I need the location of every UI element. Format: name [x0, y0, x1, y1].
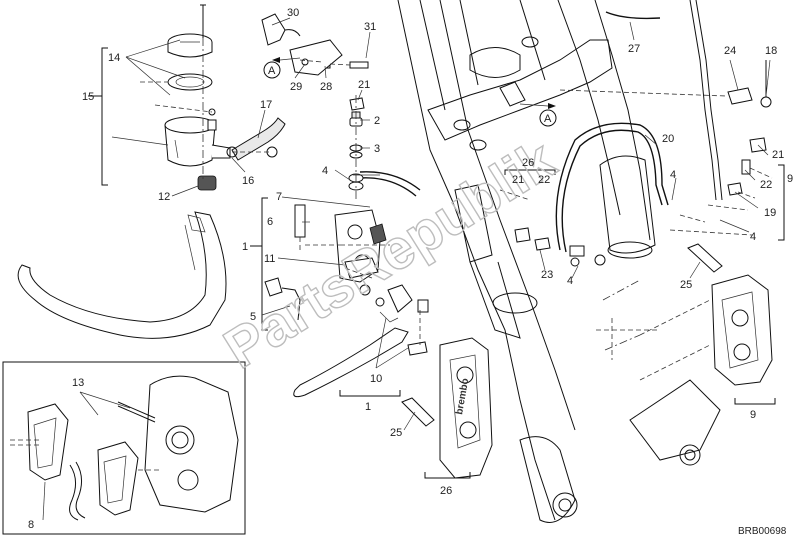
- arrow-left-icon: [272, 57, 301, 63]
- label-1b: 1: [365, 401, 371, 413]
- label-4b: 4: [670, 169, 676, 181]
- arrow-right-icon: [519, 103, 556, 109]
- right-brake-caliper: [687, 243, 773, 386]
- label-25b: 25: [680, 279, 692, 291]
- label-4c: 4: [750, 231, 756, 243]
- label-21a: 21: [358, 79, 370, 91]
- label-16: 16: [242, 175, 254, 187]
- label-12: 12: [158, 191, 170, 203]
- label-4a: 4: [322, 165, 328, 177]
- label-22a: 22: [538, 174, 550, 186]
- label-29: 29: [290, 81, 302, 93]
- label-28: 28: [320, 81, 332, 93]
- front-fork: [397, 0, 721, 523]
- label-9b: 9: [750, 409, 756, 421]
- brake-fluid-reservoir: [17, 4, 278, 339]
- drawing-code: BRB00698: [738, 526, 787, 537]
- label-13: 13: [72, 377, 84, 389]
- label-25a: 25: [390, 427, 402, 439]
- left-brake-caliper: brembo: [401, 337, 493, 479]
- label-18: 18: [765, 45, 777, 57]
- label-10: 10: [370, 373, 382, 385]
- banjo-fittings: [261, 13, 772, 267]
- label-8: 8: [28, 519, 34, 531]
- label-6: 6: [267, 216, 273, 228]
- section-marker-a-right: A: [539, 109, 557, 127]
- label-15: 15: [82, 91, 94, 103]
- label-2: 2: [374, 115, 380, 127]
- label-26b: 26: [440, 485, 452, 497]
- label-5: 5: [250, 311, 256, 323]
- label-21c: 21: [772, 149, 784, 161]
- leader-lines: [88, 38, 785, 479]
- label-27: 27: [628, 43, 640, 55]
- label-19: 19: [764, 207, 776, 219]
- callout-leaders: [42, 17, 771, 521]
- brake-pads-inset: [2, 361, 246, 535]
- svg-text:A: A: [268, 65, 276, 77]
- label-1a: 1: [242, 241, 248, 253]
- brake-hoses: [231, 0, 723, 253]
- svg-text:A: A: [544, 113, 552, 125]
- label-24: 24: [724, 45, 736, 57]
- label-17: 17: [260, 99, 272, 111]
- label-9a: 9: [787, 173, 793, 185]
- part-labels: 14 15 12 30 29 28 31 21 2 3 4 17 16 7 6 …: [28, 7, 793, 537]
- label-22b: 22: [760, 179, 772, 191]
- label-3: 3: [374, 143, 380, 155]
- label-26a: 26: [522, 157, 534, 169]
- label-11: 11: [264, 253, 275, 265]
- label-31: 31: [364, 21, 376, 33]
- label-20: 20: [662, 133, 674, 145]
- brake-lever-assembly: [264, 204, 429, 398]
- label-4d: 4: [567, 275, 573, 287]
- label-23: 23: [541, 269, 553, 281]
- label-21b: 21: [512, 174, 524, 186]
- label-30: 30: [287, 7, 299, 19]
- section-marker-a-left: A: [263, 61, 281, 79]
- label-14: 14: [108, 52, 120, 64]
- label-7: 7: [276, 191, 282, 203]
